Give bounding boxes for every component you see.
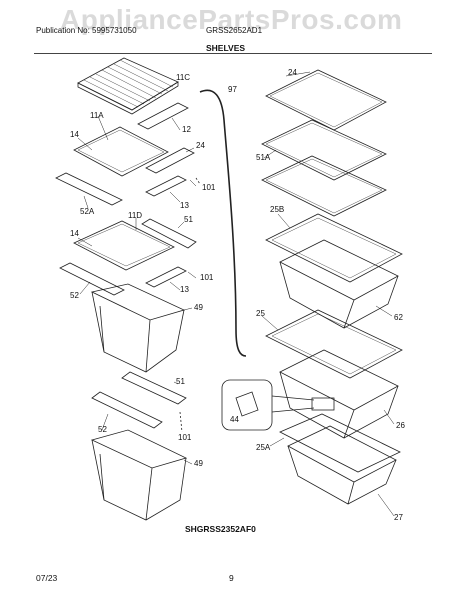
- callout-25: 25: [256, 309, 265, 318]
- callout-51b: 51: [176, 377, 185, 386]
- rail-51a: [145, 147, 195, 174]
- bar-52b: [91, 391, 163, 429]
- callout-24-top: 24: [288, 68, 297, 77]
- section-title: SHELVES: [206, 43, 246, 53]
- crisper-lid-25b: [265, 213, 403, 283]
- watermark: AppliancePartsPros.com: [60, 4, 403, 35]
- callout-11c: 11C: [176, 73, 190, 82]
- rail-12: [137, 102, 189, 130]
- rail-51: [141, 218, 197, 249]
- glass-shelf-11d: [73, 220, 175, 271]
- callout-24-mid: 51A: [256, 153, 271, 162]
- diagram-code: SHGRSS2352AF0: [185, 524, 256, 534]
- glass-panel-24a: [265, 69, 387, 131]
- callout-12: 12: [182, 125, 191, 134]
- publication-number: Publication No: 5995731050: [36, 26, 137, 35]
- crisper-drawer-62: [279, 239, 399, 329]
- callout-101c: 101: [178, 433, 192, 442]
- rail-51b: [121, 371, 187, 405]
- footer-page: 9: [229, 573, 234, 583]
- detail-callout-44: [221, 379, 315, 431]
- callout-labels: 11C 97 24 12 11A 14 51A 24 101 52A 13 25…: [70, 68, 405, 522]
- callout-14: 14: [70, 130, 79, 139]
- callout-101b: 101: [200, 273, 214, 282]
- callout-51: 51: [184, 215, 193, 224]
- crisper-lid-25: [265, 309, 403, 379]
- callout-49: 49: [194, 303, 203, 312]
- drain-tube-97: [199, 89, 247, 357]
- callout-13b: 13: [180, 285, 189, 294]
- callout-25a: 25A: [256, 443, 271, 452]
- footer-date: 07/23: [36, 573, 58, 583]
- glass-panel-24c: [261, 155, 387, 217]
- callout-52: 52: [70, 291, 79, 300]
- leader-101: [195, 177, 201, 185]
- bar-13b: [145, 266, 187, 288]
- callout-27: 27: [394, 513, 403, 522]
- leader-lines: [77, 71, 395, 517]
- callout-25b: 25B: [270, 205, 284, 214]
- callout-97: 97: [228, 85, 237, 94]
- callout-62: 62: [394, 313, 403, 322]
- callout-13: 13: [180, 201, 189, 210]
- glass-panel-24b: [261, 119, 387, 181]
- callout-52a: 52A: [80, 207, 95, 216]
- bar-52a: [55, 172, 123, 206]
- callout-101: 101: [202, 183, 216, 192]
- callout-44: 44: [230, 415, 239, 424]
- callout-11d: 11D: [128, 211, 142, 220]
- callout-51a: 24: [196, 141, 205, 150]
- callout-14b: 14: [70, 229, 79, 238]
- callout-52b: 52: [98, 425, 107, 434]
- callout-26: 26: [396, 421, 405, 430]
- header-rule: [34, 53, 432, 54]
- crisper-bin-49b: [90, 429, 188, 521]
- model-number: GRSS2652AD1: [206, 26, 263, 35]
- glass-shelf-11a: [73, 126, 169, 177]
- crisper-bin-49: [90, 283, 186, 373]
- crisper-lid-25a: [279, 413, 401, 473]
- crisper-drawer-27: [287, 425, 397, 505]
- bar-13: [145, 175, 187, 197]
- leader-101b: [179, 411, 183, 433]
- callout-11a: 11A: [90, 111, 104, 120]
- wire-shelf-11c: [77, 57, 179, 115]
- bar-52: [59, 262, 125, 296]
- crisper-drawer-26: [279, 349, 399, 439]
- callout-49b: 49: [194, 459, 203, 468]
